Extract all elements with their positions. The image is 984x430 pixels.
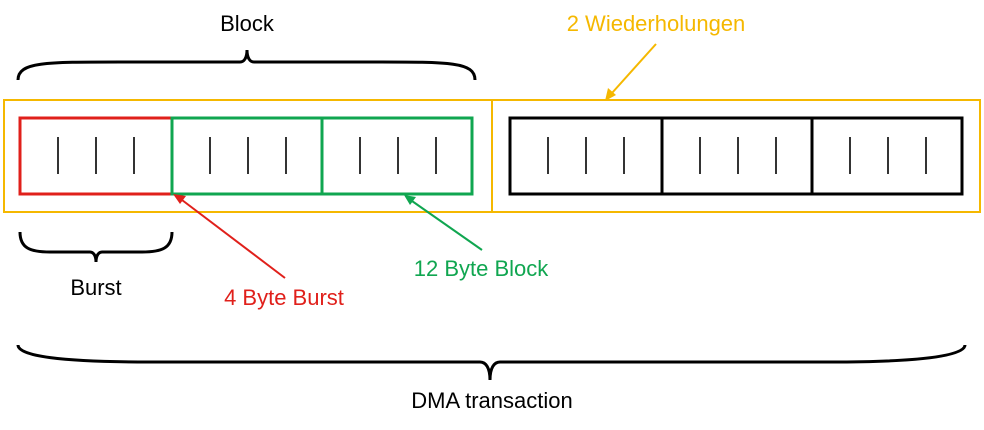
block-label: Block <box>220 11 274 36</box>
burst-rep2-2 <box>660 116 814 196</box>
byte-block-arrowhead <box>404 195 416 205</box>
byte-block-label: 12 Byte Block <box>413 256 549 281</box>
repetitions-label: 2 Wiederholungen <box>566 11 746 36</box>
block-brace <box>16 49 477 81</box>
burst-rep2-3 <box>810 116 964 196</box>
burst-block-3 <box>320 116 474 196</box>
byte-burst-label: 4 Byte Burst <box>224 285 344 310</box>
byte-separators <box>57 137 927 174</box>
burst-brace <box>18 231 174 263</box>
repetition-2-frame <box>491 99 981 213</box>
burst-block-2 <box>170 116 324 196</box>
byte-burst-arrowhead <box>173 194 186 204</box>
dma-transaction-brace <box>16 344 967 381</box>
byte-burst-arrow <box>181 199 286 279</box>
repetitions-arrowhead <box>605 88 616 101</box>
burst-label: Burst <box>70 275 122 300</box>
dma-transaction-label: DMA transaction <box>411 388 573 413</box>
repetitions-arrow <box>611 43 657 94</box>
byte-block-arrow <box>411 200 483 251</box>
